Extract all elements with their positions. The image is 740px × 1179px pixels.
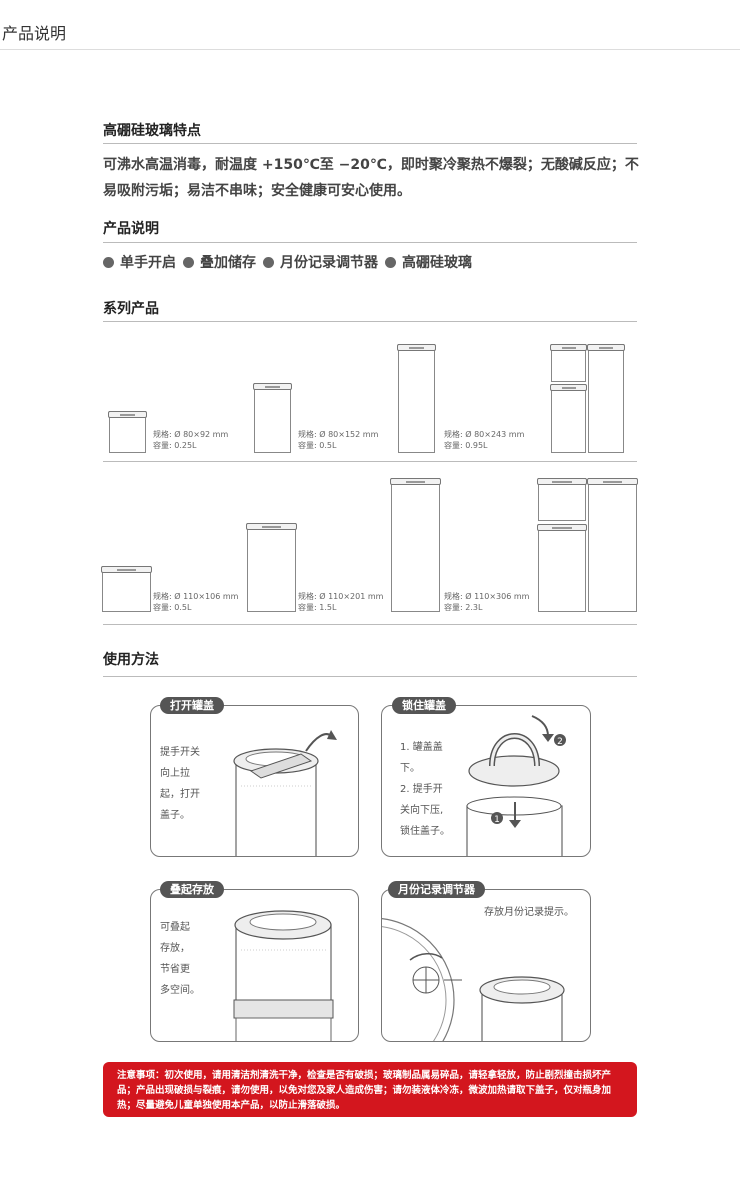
divider [103, 461, 637, 462]
usage-text-open: 提手开关 向上拉 起，打开 盖子。 [160, 747, 200, 821]
jar-stack-illustration [587, 478, 638, 612]
month-regulator-illustration [382, 918, 565, 1041]
jar-stack-illustration [550, 384, 587, 453]
divider [103, 321, 637, 322]
usage-tag-lock: 锁住罐盖 [392, 697, 456, 714]
usage-panel-stack [150, 889, 359, 1042]
jar-stack-illustration [587, 344, 625, 453]
bullet-icon [103, 257, 114, 268]
product-section-title: 产品说明 [103, 221, 159, 237]
feature-item: 月份记录调节器 [263, 252, 378, 272]
jar-stack-illustration [550, 344, 587, 382]
open-lid-illustration [233, 730, 337, 856]
usage-text-lock: 1. 罐盖盖 下。 2. 提手开 关向下压, 锁住盖子。 [400, 742, 450, 837]
glass-section-title: 高硼硅玻璃特点 [103, 123, 201, 139]
usage-text-month: 存放月份记录提示。 [484, 907, 574, 918]
jar-illustration [390, 478, 441, 612]
feature-item: 单手开启 [103, 252, 176, 272]
step-marker: 2 [557, 737, 563, 747]
bullet-icon [385, 257, 396, 268]
divider [103, 143, 637, 144]
jar-illustration [108, 411, 147, 453]
usage-text-stack: 可叠起 存放， 节省更 多空间。 [160, 922, 200, 996]
divider [103, 242, 637, 243]
divider [103, 676, 637, 677]
stacked-jars-illustration [233, 910, 334, 1041]
usage-panel-month [381, 889, 591, 1042]
jar-stack-illustration [537, 524, 587, 612]
feature-list: 单手开启 叠加储存 月份记录调节器 高硼硅玻璃 [103, 252, 472, 272]
usage-tag-month: 月份记录调节器 [388, 881, 485, 898]
step-marker: 1 [494, 815, 500, 825]
series-section-title: 系列产品 [103, 301, 159, 317]
bullet-icon [263, 257, 274, 268]
lock-lid-illustration: 1 2 [466, 715, 566, 856]
jar-stack-illustration [537, 478, 587, 521]
usage-section-title: 使用方法 [103, 652, 159, 668]
feature-item: 叠加储存 [183, 252, 256, 272]
bullet-icon [183, 257, 194, 268]
page-header: 产品说明 [0, 0, 740, 50]
jar-illustration [246, 523, 297, 612]
notice-box: 注意事项：初次使用，请用清洁剂清洗干净，检查是否有破损；玻璃制品属易碎品，请轻拿… [103, 1062, 637, 1117]
feature-item: 高硼硅玻璃 [385, 252, 472, 272]
jar-illustration [397, 344, 436, 453]
usage-tag-stack: 叠起存放 [160, 881, 224, 898]
usage-tag-open: 打开罐盖 [160, 697, 224, 714]
glass-description: 可沸水高温消毒，耐温度 +150℃至 −20℃，即时聚冷聚热不爆裂；无酸碱反应；… [103, 157, 639, 199]
usage-panel-lock: 1 2 [381, 705, 591, 857]
jar-illustration [253, 383, 292, 453]
page-title: 产品说明 [2, 24, 67, 43]
divider [103, 624, 637, 625]
jar-illustration [101, 566, 152, 612]
usage-panel-open [150, 705, 359, 857]
